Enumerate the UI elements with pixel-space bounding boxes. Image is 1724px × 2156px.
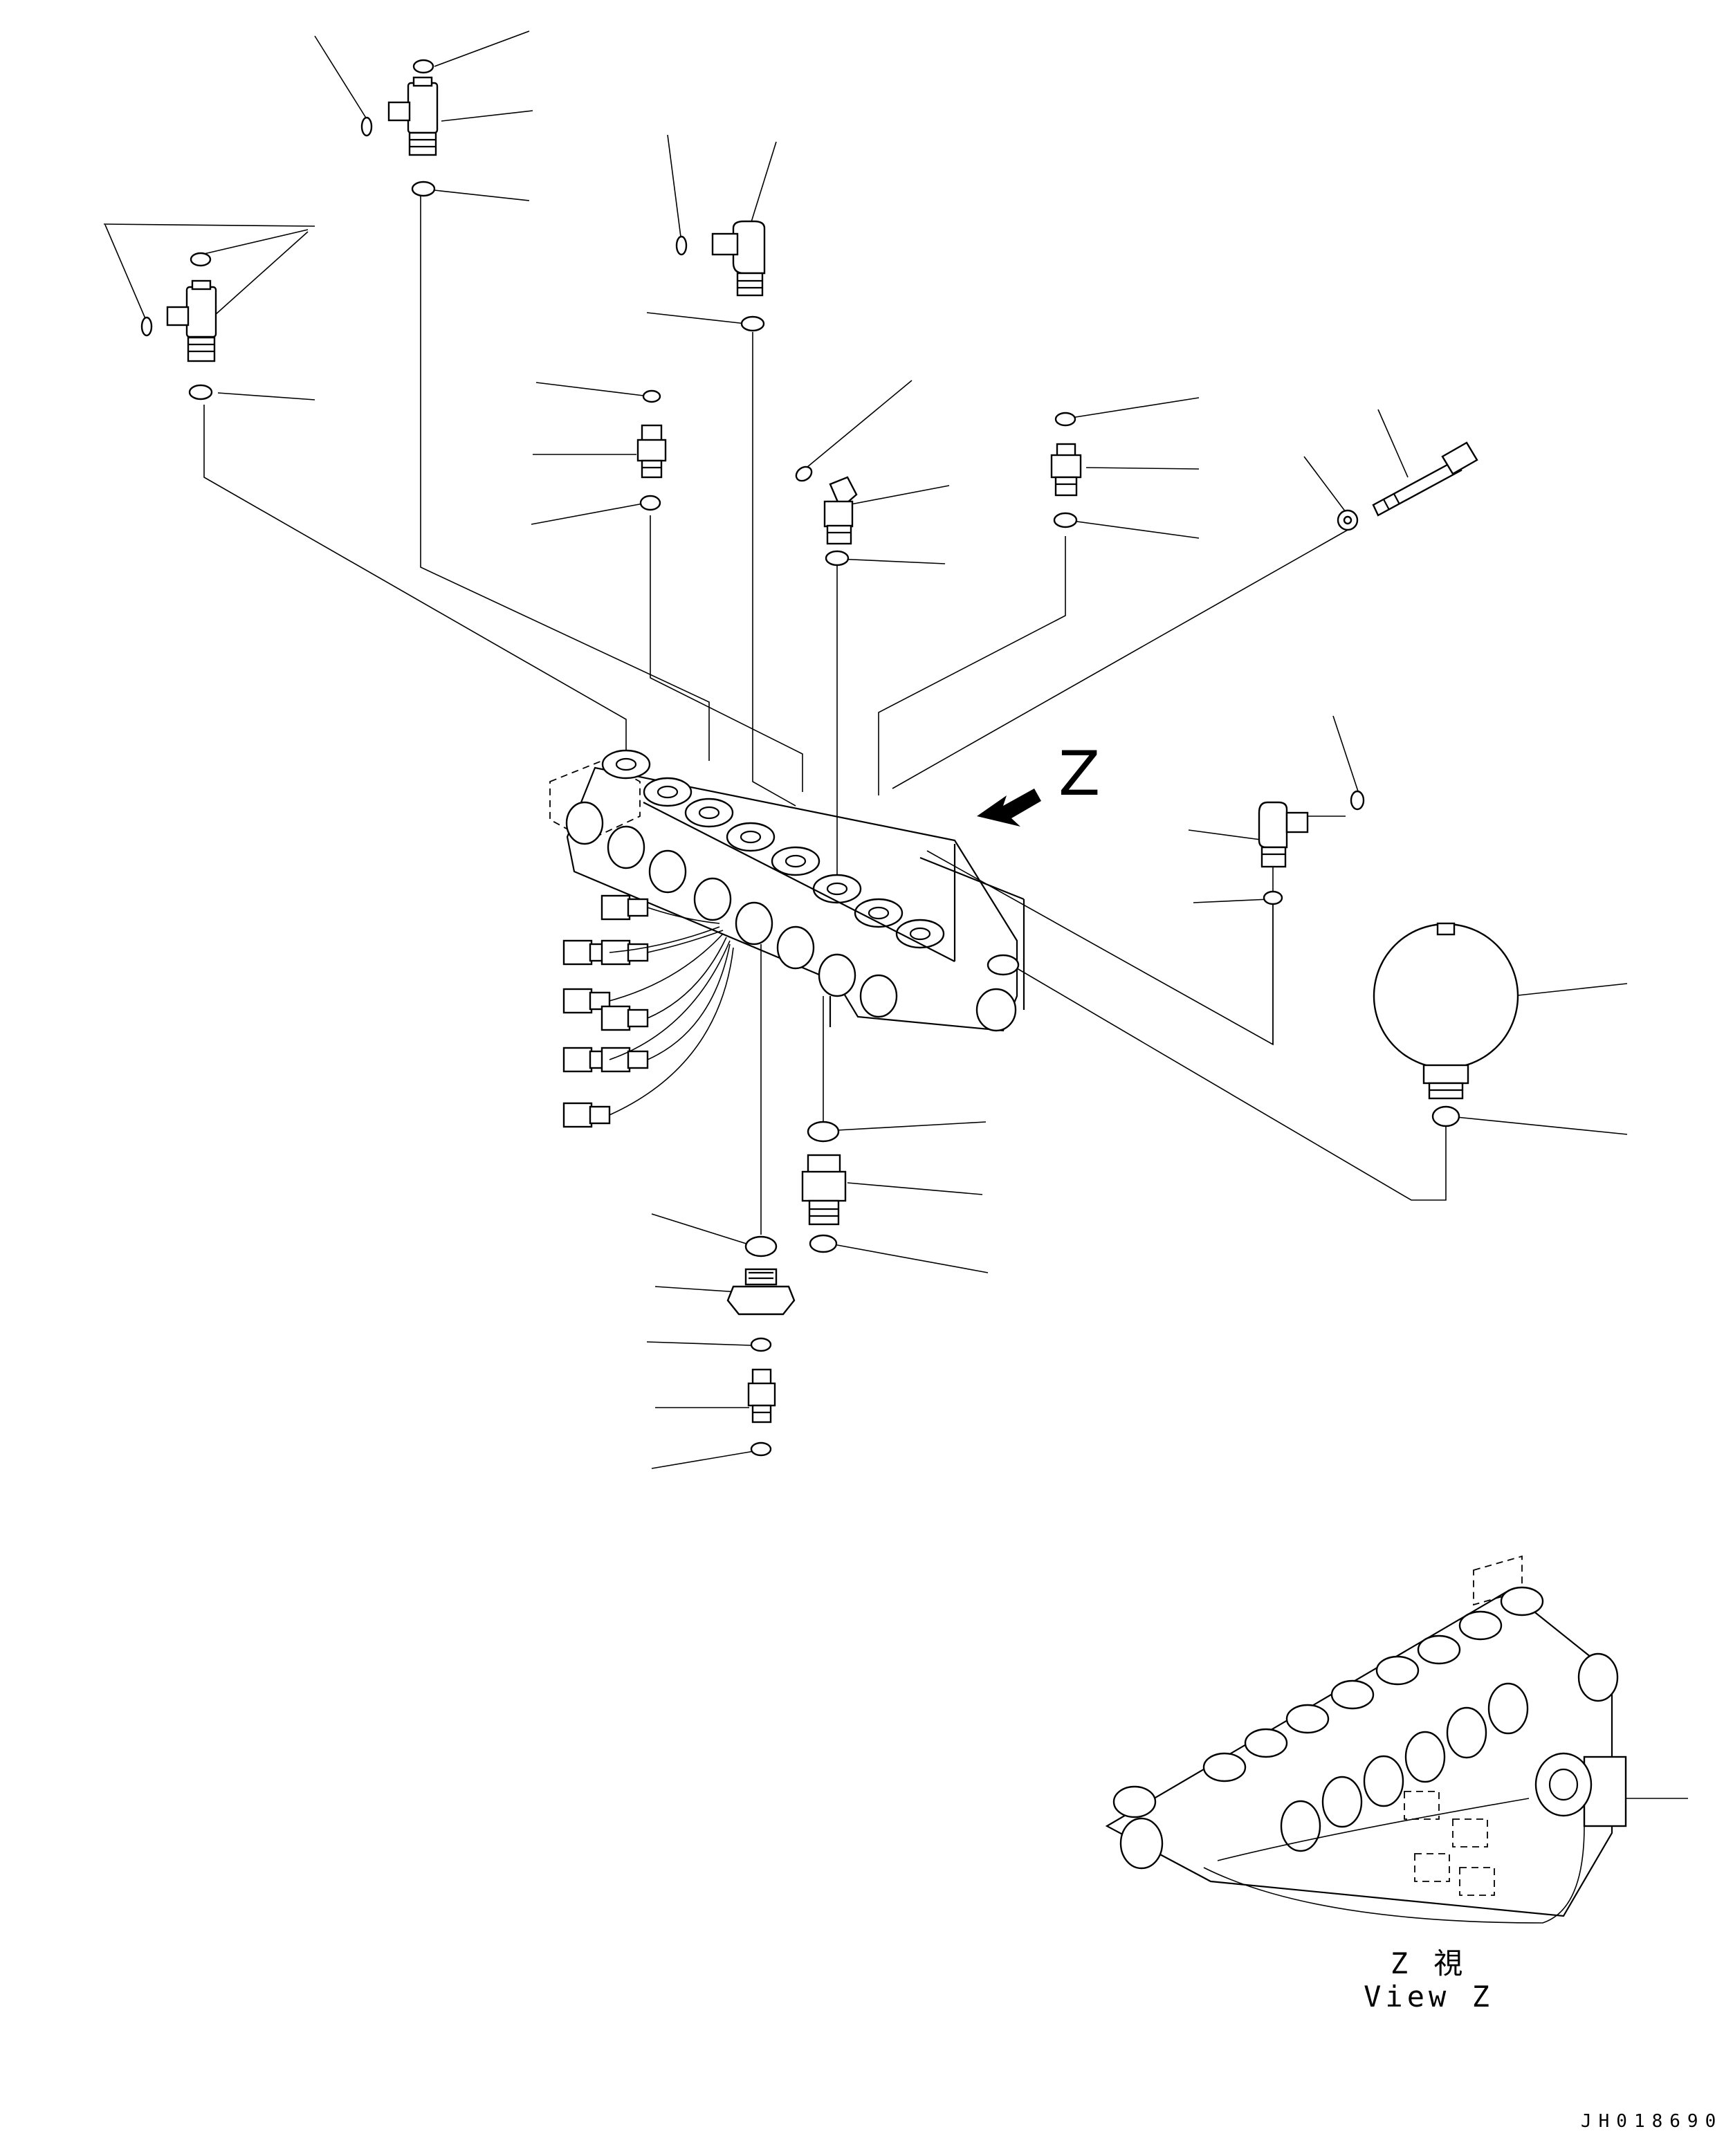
o-ring (1263, 890, 1283, 905)
o-ring (412, 59, 434, 74)
tee-fitting-left (166, 279, 217, 362)
straight-fitting-right (1050, 443, 1082, 497)
view-z-arrow (977, 789, 1041, 827)
valve-ports (565, 801, 1020, 1032)
o-ring (411, 181, 436, 197)
o-ring (795, 466, 813, 482)
o-ring (1431, 1105, 1460, 1127)
o-ring (750, 1441, 772, 1457)
o-ring (1350, 790, 1365, 811)
harness-connectors (562, 894, 734, 1128)
connector (600, 939, 649, 966)
plug-small (747, 1368, 776, 1423)
valve-spools (601, 749, 945, 949)
o-ring (642, 389, 661, 403)
view-z-caption: Z 視 View Z (1356, 1946, 1501, 2014)
elbow-fitting-right (1258, 801, 1309, 868)
straight-fitting (636, 424, 667, 479)
fitting-bottom-large (801, 1154, 847, 1226)
drawing-number: JH018690 (1581, 2111, 1723, 2132)
connector (600, 894, 649, 921)
view-z-caption-en: View Z (1364, 1980, 1494, 2014)
o-ring (750, 1337, 772, 1352)
o-ring (639, 495, 661, 511)
o-ring (809, 1234, 838, 1253)
view-z-inset (1105, 1555, 1627, 1924)
o-ring (1053, 512, 1078, 528)
o-ring (190, 252, 212, 267)
connector (600, 1047, 649, 1073)
o-ring (744, 1235, 778, 1257)
o-ring (188, 384, 213, 400)
bolt (1372, 441, 1478, 517)
view-z-caption-jp: Z 視 (1390, 1946, 1467, 1980)
o-ring (740, 315, 765, 332)
o-ring (1054, 412, 1076, 427)
view-z-label: Z (1058, 738, 1101, 809)
valve-block-main (549, 749, 1025, 1032)
assembly-center-lines (203, 196, 1447, 1235)
tee-fitting-upper (387, 76, 439, 156)
o-rings (140, 59, 1460, 1457)
o-ring (807, 1121, 840, 1143)
callout-leader-lines (103, 30, 1688, 1799)
o-ring (825, 550, 850, 566)
o-ring (675, 235, 688, 256)
elbow-fitting-top (711, 220, 766, 297)
o-ring (140, 316, 153, 337)
accumulator (1373, 922, 1519, 1100)
plug-hex (726, 1268, 796, 1316)
connector (600, 1005, 649, 1031)
o-ring (360, 116, 373, 137)
connector (562, 1102, 611, 1128)
angled-fitting (823, 476, 858, 545)
